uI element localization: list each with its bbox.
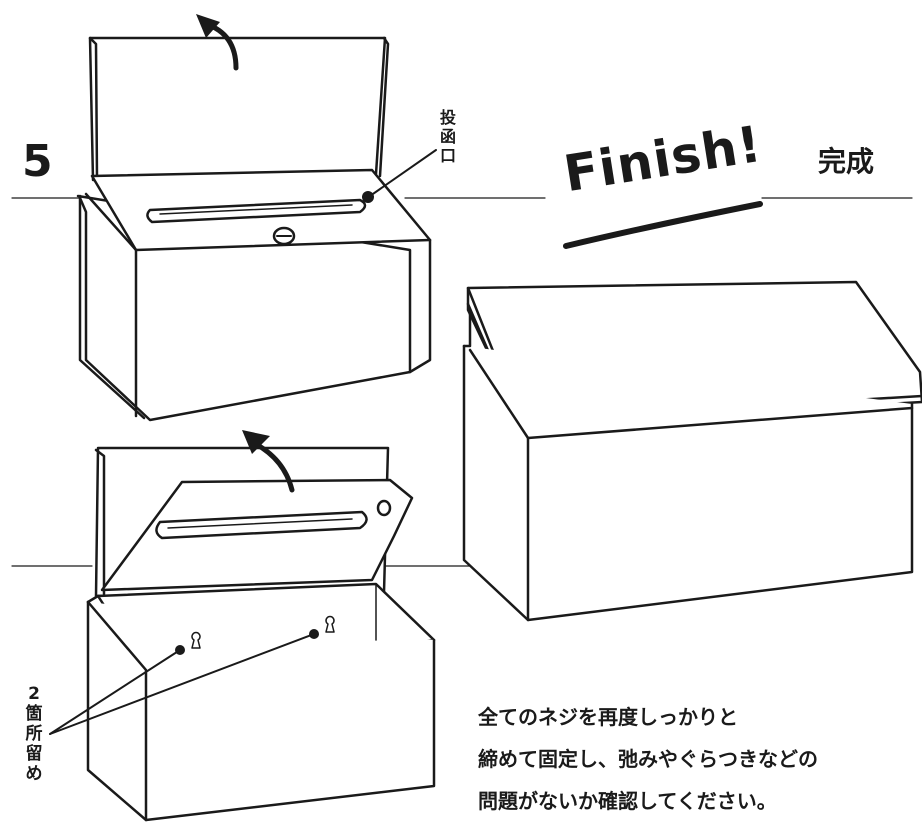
screw-count-label-text: 2箇所留め bbox=[25, 684, 43, 784]
finish-jp-title: 完成 bbox=[818, 145, 875, 178]
note-line-3: 問題がないか確認してください。 bbox=[478, 789, 777, 813]
note-line-1: 全てのネジを再度しっかりと bbox=[478, 705, 738, 729]
slot-label: 投函口 bbox=[438, 108, 458, 165]
keyhole-right bbox=[325, 615, 335, 633]
final-check-note: 全てのネジを再度しっかりと 締めて固定し、弛みやぐらつきなどの 問題がないか確認… bbox=[478, 696, 918, 822]
box-lid-open-view bbox=[76, 14, 437, 422]
finish-underline bbox=[563, 201, 763, 249]
slot-pointer-dot bbox=[362, 191, 374, 203]
note-line-2: 締めて固定し、弛みやぐらつきなどの bbox=[478, 747, 818, 771]
screw-count-label: 2箇所留め bbox=[24, 684, 44, 784]
box-finished-view bbox=[462, 280, 922, 622]
slot-label-text: 投函口 bbox=[439, 108, 456, 165]
mail-slot-shape bbox=[146, 198, 367, 224]
guide-lines bbox=[11, 197, 913, 567]
keyhole-left bbox=[191, 631, 201, 649]
step-number: 5 bbox=[22, 136, 53, 187]
box-inner-screws-view bbox=[49, 430, 436, 822]
